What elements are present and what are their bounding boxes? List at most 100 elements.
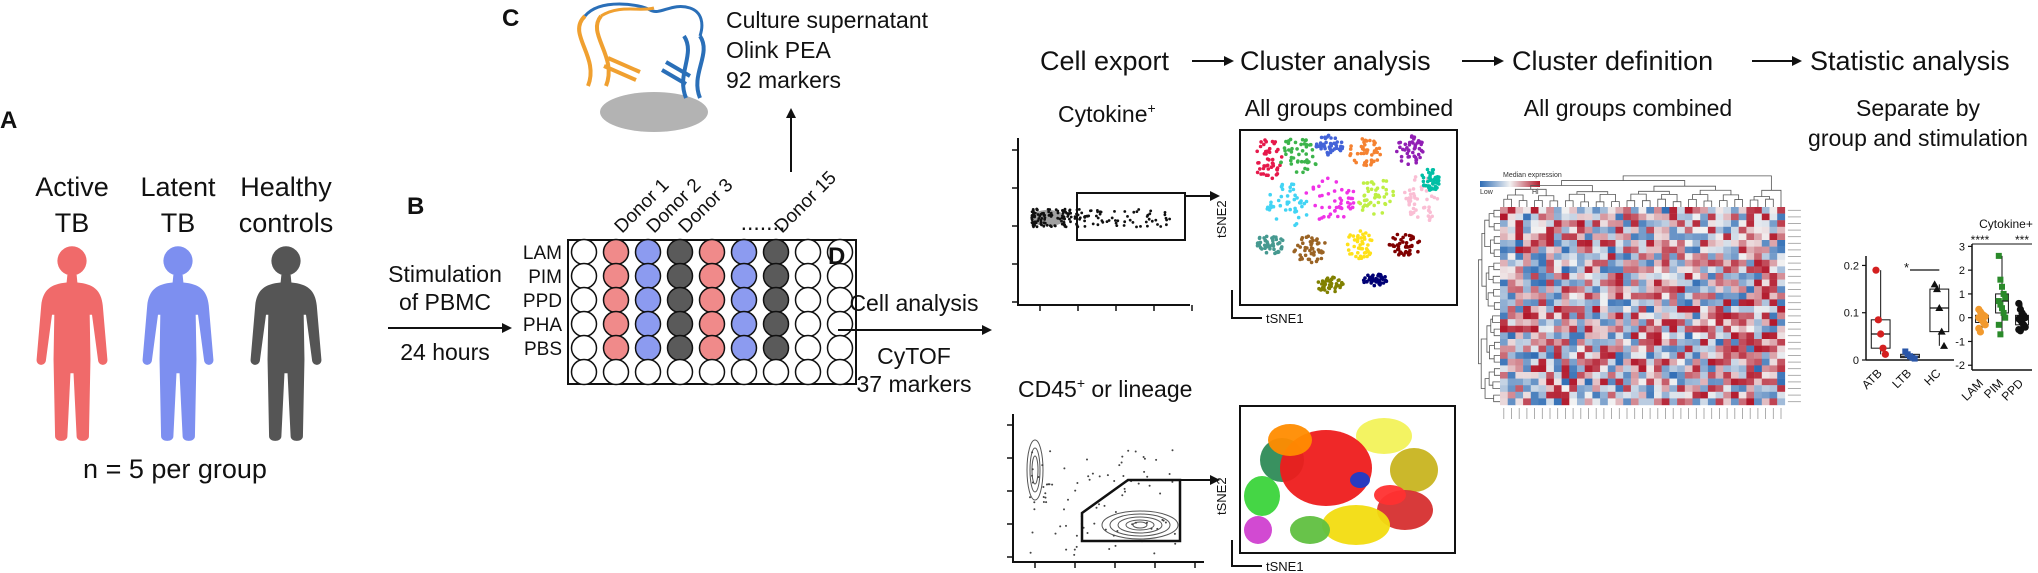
dendrogram-branch [1493, 236, 1500, 244]
data-point [1881, 350, 1889, 358]
heatmap-cell [1669, 358, 1678, 366]
heatmap-cell [1515, 339, 1524, 346]
plate-well [730, 334, 758, 362]
plate-well [794, 286, 822, 314]
heatmap-cell [1684, 325, 1693, 333]
heatmap-cell [1577, 207, 1585, 214]
tsne-point [1329, 143, 1333, 147]
heatmap-cell [1546, 266, 1555, 274]
heatmap-cell [1515, 325, 1524, 333]
heatmap-cell [1761, 332, 1770, 340]
heatmap-cell [1507, 299, 1516, 307]
dendrogram-branch [1719, 200, 1728, 207]
heatmap-cell [1523, 358, 1531, 366]
tsne-point [1416, 152, 1421, 157]
tsne-point [1286, 141, 1291, 145]
event-dot [1045, 483, 1048, 486]
contour-ring [1132, 521, 1148, 529]
event-dot [1036, 219, 1040, 223]
heatmap-cell [1715, 372, 1724, 379]
plate-well [730, 310, 758, 338]
tsne-point [1346, 196, 1351, 200]
tsne-point [1326, 192, 1331, 196]
dendrogram-branch [1486, 325, 1491, 353]
heatmap-cell [1553, 306, 1562, 313]
heatmap-cell [1546, 253, 1555, 260]
heatmap-cell [1746, 299, 1755, 307]
heatmap-cell [1546, 279, 1555, 287]
dendrogram-branch [1565, 200, 1574, 207]
heatmap-cell [1677, 378, 1685, 386]
heatmap-cell [1592, 332, 1601, 340]
heatmap-cell [1746, 312, 1755, 320]
heatmap-cell [1715, 385, 1724, 392]
event-dot [1036, 213, 1040, 216]
heatmap-cell [1692, 259, 1701, 267]
heatmap-cell [1677, 391, 1685, 399]
event-dot [1114, 511, 1117, 513]
cd45-gate-label: CD45+ or lineage [1018, 375, 1192, 402]
heatmap-cell [1700, 358, 1709, 366]
heatmap-cell [1507, 207, 1516, 214]
tsne-point [1365, 186, 1370, 191]
heatmap-cell [1569, 213, 1578, 221]
plate-well [666, 310, 694, 338]
heatmap-cell [1692, 319, 1701, 326]
heatmap-cell [1661, 385, 1670, 392]
event-dot [1048, 208, 1052, 211]
heatmap-cell [1623, 398, 1632, 406]
data-point [1997, 331, 2004, 338]
tsne-point [1317, 241, 1321, 245]
heatmap-cell [1592, 391, 1601, 399]
event-dot [1067, 213, 1070, 217]
heatmap-cell [1584, 325, 1593, 333]
tsne-point [1326, 153, 1330, 157]
heatmap-cell [1707, 292, 1716, 300]
tsne-point [1362, 194, 1366, 198]
plate-well [666, 286, 694, 314]
tsne-point [1361, 151, 1366, 156]
plate-well [794, 358, 822, 386]
heatmap-cell [1669, 246, 1678, 254]
heatmap-cell [1777, 378, 1786, 386]
heatmap-cell [1731, 273, 1739, 280]
heatmap-cell [1507, 266, 1516, 274]
tsne-point [1416, 249, 1420, 254]
dendrogram-branch [1692, 194, 1709, 202]
heatmap-cell [1584, 273, 1593, 280]
tsne-point [1299, 142, 1303, 147]
heatmap-cell [1638, 358, 1647, 366]
heatmap-cell [1777, 266, 1786, 274]
person-icon [250, 246, 322, 441]
heatmap-cell [1569, 306, 1578, 313]
heatmap-cell [1569, 286, 1578, 293]
tsne-point [1310, 154, 1315, 159]
tsne-point [1274, 217, 1279, 221]
heatmap-cell [1738, 213, 1747, 221]
heatmap-cell [1561, 213, 1570, 221]
heatmap-cell [1530, 226, 1539, 234]
event-dot [1114, 221, 1118, 225]
heatmap-cell [1584, 246, 1593, 254]
tsne-point [1334, 282, 1339, 286]
heatmap-cell [1523, 213, 1531, 221]
heatmap-cell [1500, 385, 1508, 392]
heatmap-cell [1584, 240, 1593, 247]
heatmap-cell [1707, 299, 1716, 307]
heatmap-cell [1777, 365, 1786, 373]
y-tick-label: -2 [1955, 360, 1965, 372]
heatmap-cell [1654, 385, 1662, 392]
event-dot [1031, 474, 1033, 477]
tsne-point [1395, 232, 1400, 237]
heatmap-cell [1546, 273, 1555, 280]
heatmap-cell [1523, 332, 1531, 340]
heatmap-cell [1646, 220, 1655, 227]
heatmap-cell [1700, 339, 1709, 346]
tsne-point [1414, 208, 1418, 212]
heatmap-cell [1561, 246, 1570, 254]
tsne-point [1304, 235, 1309, 239]
heatmap-cell [1546, 220, 1555, 227]
heatmap-cell [1538, 299, 1547, 307]
heatmap-cell [1592, 220, 1601, 227]
tsne-cluster [1356, 418, 1412, 454]
